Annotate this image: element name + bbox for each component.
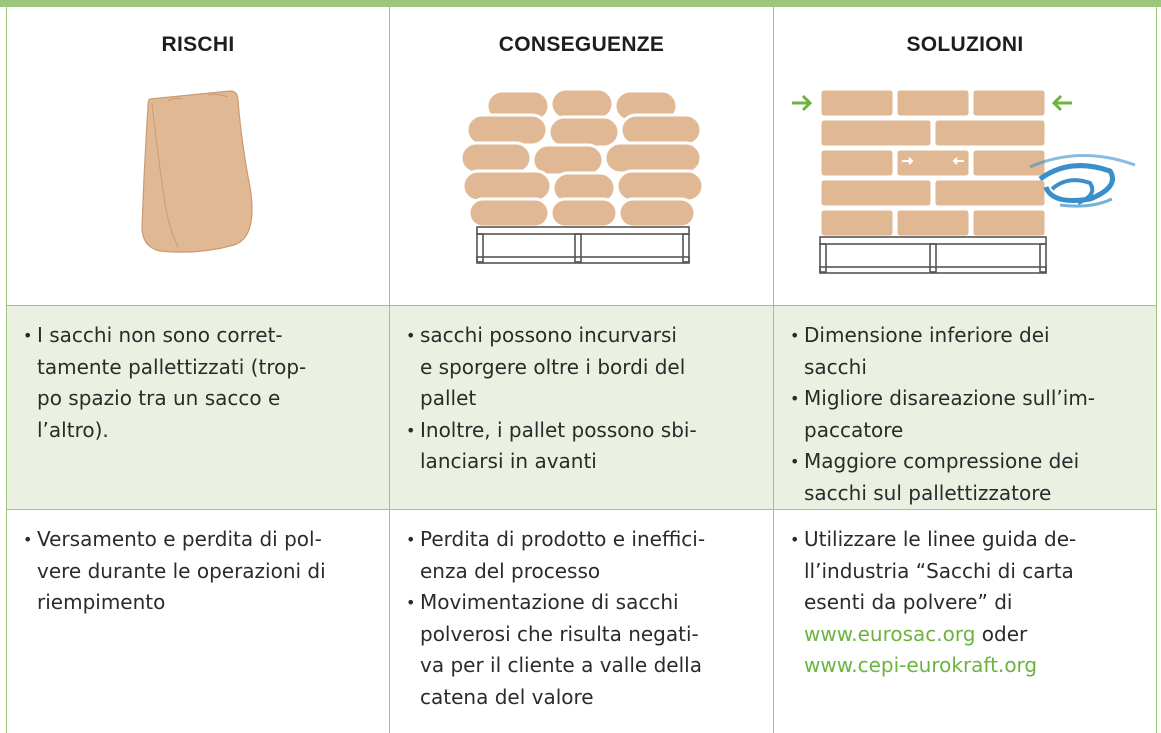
connector-text: oder xyxy=(981,621,1028,646)
header-consequences: CONSEGUENZE xyxy=(389,7,774,306)
table-row: I sacchi non sono corret-tamente pallett… xyxy=(6,305,1157,510)
row2-consequences-cell: Perdita di prodotto e ineffici-enza del … xyxy=(389,509,774,733)
list-item: I sacchi non sono corret-tamente pallett… xyxy=(23,320,377,446)
list-item: Versamento e perdita di pol-vere durante… xyxy=(23,524,377,619)
row2-solutions-cell: Utilizzare le linee guida de-ll’industri… xyxy=(773,509,1157,733)
header-risks: RISCHI xyxy=(6,7,390,306)
row1-risk-cell: I sacchi non sono corret-tamente pallett… xyxy=(6,305,390,510)
row2-risk-cell: Versamento e perdita di pol-vere durante… xyxy=(6,509,390,733)
risk-table: RISCHI CONSEGUENZE xyxy=(6,7,1157,733)
arrow-right-icon xyxy=(792,94,813,112)
header-consequences-label: CONSEGUENZE xyxy=(498,33,665,56)
header-row: RISCHI CONSEGUENZE xyxy=(6,7,1157,306)
header-solutions-label: SOLUZIONI xyxy=(906,33,1024,56)
cepi-eurokraft-link[interactable]: www.cepi-eurokraft.org xyxy=(804,653,1038,677)
list-item: Inoltre, i pallet possono sbi-lanciarsi … xyxy=(406,415,761,478)
list-item: Perdita di prodotto e ineffici-enza del … xyxy=(406,524,761,587)
arrow-left-icon xyxy=(1051,94,1072,112)
table-row: Versamento e perdita di pol-vere durante… xyxy=(6,509,1157,733)
compact-pallet-icon xyxy=(792,87,1136,274)
list-item: Migliore disareazione sull’im-paccatore xyxy=(790,383,1144,446)
list-item: Utilizzare le linee guida de-ll’industri… xyxy=(790,524,1144,682)
bulging-pallet-icon xyxy=(459,87,704,264)
eurosac-link[interactable]: www.eurosac.org xyxy=(804,621,976,646)
header-risks-label: RISCHI xyxy=(161,33,235,56)
header-solutions: SOLUZIONI xyxy=(773,7,1157,306)
top-accent-bar xyxy=(0,0,1161,7)
slumped-bag-icon xyxy=(141,90,253,253)
swirl-icon xyxy=(1029,153,1136,208)
